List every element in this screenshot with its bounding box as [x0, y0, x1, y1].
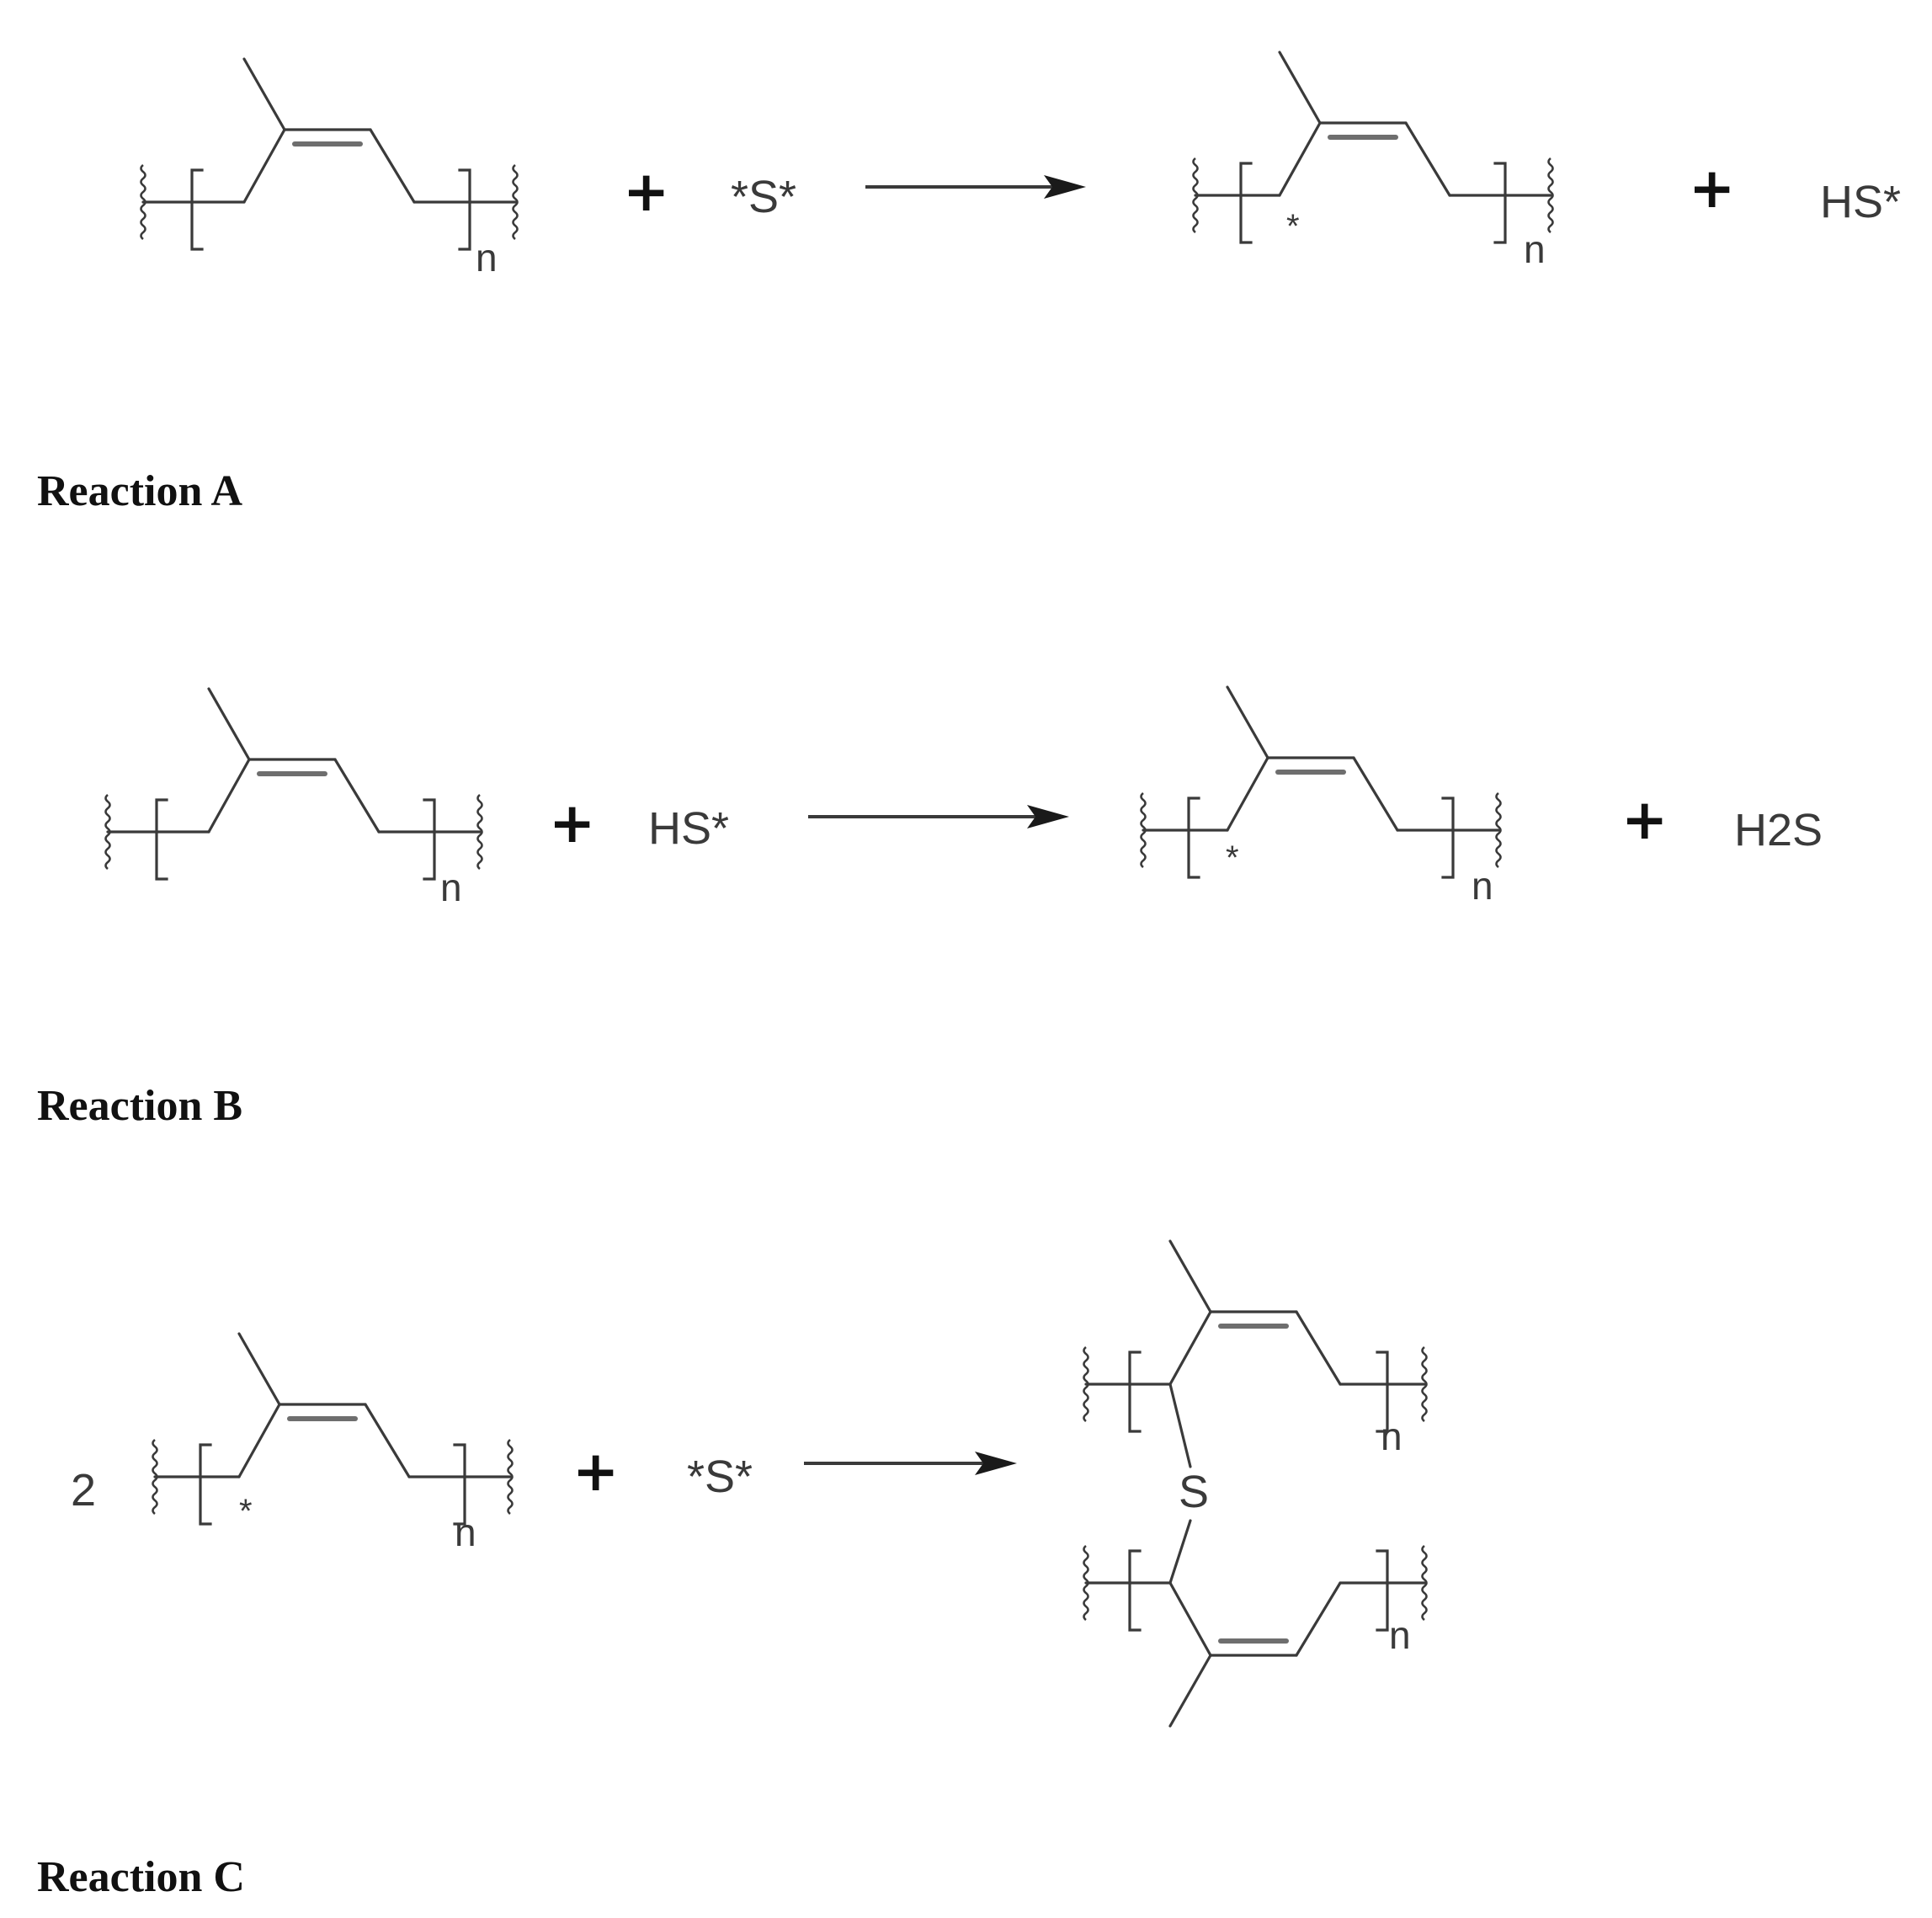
sulfur-radical-c: *S* — [687, 1452, 753, 1502]
reaction-c: 2 * n + *S* n S n Reaction C — [37, 1241, 1427, 1901]
repeat-n-c3: n — [1389, 1613, 1411, 1657]
plus-a2: + — [1689, 156, 1735, 221]
repeat-n-c1: n — [455, 1510, 476, 1554]
upper-chain-c — [1084, 1241, 1427, 1431]
arrow-c — [804, 1452, 1017, 1475]
repeat-n-a1: n — [476, 236, 498, 280]
polyisoprene-radical-reactant-c — [153, 1334, 513, 1524]
hydrosulfide-radical-a: HS* — [1820, 177, 1901, 227]
polyisoprene-reactant-a — [141, 59, 518, 249]
plus-b2: + — [1621, 787, 1668, 852]
polyisoprene-reactant-b — [106, 689, 482, 879]
plus-b1: + — [549, 791, 595, 855]
hydrosulfide-radical-b: HS* — [648, 803, 729, 854]
coefficient-c: 2 — [71, 1465, 96, 1516]
radical-mark-a: * — [1286, 208, 1300, 245]
reaction-a-label: Reaction A — [37, 467, 243, 515]
polyisoprene-radical-product-b — [1142, 687, 1501, 877]
reaction-a: n + *S* * n + HS* Reaction A — [37, 52, 1901, 515]
repeat-n-b1: n — [440, 866, 462, 909]
hydrogen-sulfide-b: H2S — [1734, 805, 1823, 855]
radical-mark-c: * — [239, 1493, 253, 1530]
repeat-n-b2: n — [1472, 864, 1493, 908]
reaction-b-label: Reaction B — [37, 1082, 242, 1130]
bridge-sulfur-c: S — [1179, 1467, 1209, 1517]
polyisoprene-radical-product-a — [1194, 52, 1553, 242]
plus-a1: + — [623, 159, 669, 224]
sulfur-radical-a: *S* — [731, 172, 796, 222]
arrow-b — [808, 805, 1069, 828]
radical-mark-b: * — [1226, 839, 1239, 876]
repeat-n-c2: n — [1381, 1415, 1402, 1458]
arrow-a — [865, 175, 1086, 199]
lower-chain-c — [1084, 1546, 1427, 1726]
reaction-b: n + HS* * n + H2S Reaction B — [37, 687, 1823, 1130]
repeat-n-a2: n — [1524, 227, 1546, 271]
plus-c1: + — [572, 1439, 619, 1504]
crosslinked-product-c: n S n — [1084, 1241, 1427, 1726]
reaction-c-label: Reaction C — [37, 1853, 245, 1901]
